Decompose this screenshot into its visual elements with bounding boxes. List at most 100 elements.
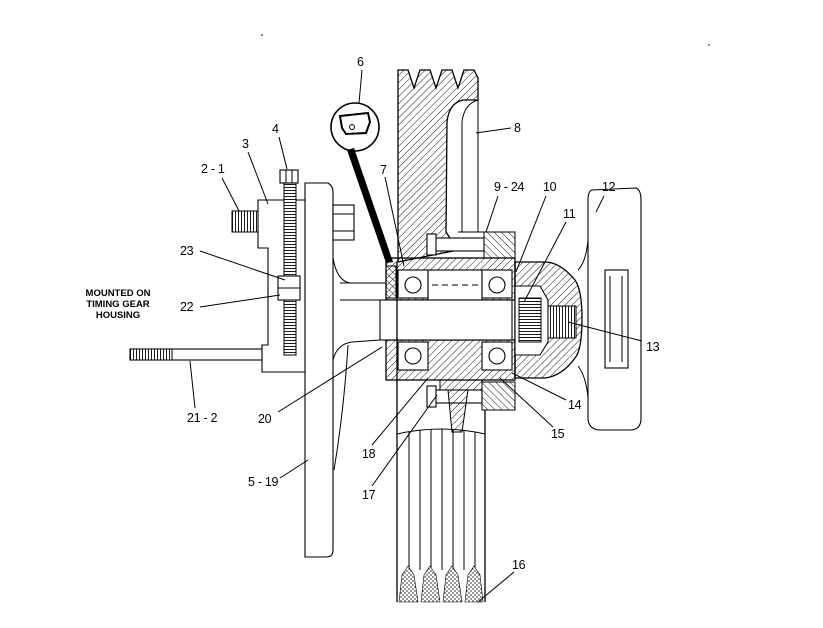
callout-6: 6 (357, 55, 364, 69)
leader-2-1 (221, 177, 240, 212)
leader-18 (371, 377, 429, 446)
mounting-note: MOUNTED ON TIMING GEAR HOUSING (86, 288, 151, 321)
pulley-groove-stipple (464, 565, 484, 603)
seal-detail (330, 102, 393, 263)
adjusting-bolt-thread (283, 182, 297, 356)
lower-pulley-hub (439, 379, 483, 433)
callout-21-2: 21 - 2 (187, 411, 218, 425)
callout-23: 23 (180, 244, 194, 258)
leader-16 (477, 571, 515, 603)
upper-bolt-head (426, 233, 437, 256)
shaft (332, 257, 513, 361)
pulley-groove-stipple (398, 565, 419, 603)
seal-profile (338, 111, 372, 136)
callout-4: 4 (272, 122, 279, 136)
flange-neck-lower (577, 365, 589, 399)
mounting-note-line: TIMING GEAR (86, 299, 149, 310)
leader-20 (277, 346, 383, 413)
upper-pulley (397, 69, 485, 263)
leader-23 (199, 250, 286, 281)
leader-6 (358, 69, 363, 104)
leader-12 (595, 195, 605, 213)
callout-20: 20 (258, 412, 272, 426)
callout-12: 12 (602, 180, 616, 194)
lower-stud (129, 348, 263, 361)
bearing-lower-right (481, 341, 513, 371)
mounting-plate (304, 182, 349, 558)
leader-5-19 (279, 459, 309, 479)
lower-pulley-top (396, 428, 486, 435)
speck (261, 34, 263, 36)
leader-9-24 (485, 195, 499, 233)
lower-flange-block (481, 381, 516, 411)
upper-flange-block (483, 231, 516, 259)
callout-14: 14 (568, 398, 582, 412)
leader-17 (371, 394, 438, 487)
pulley-groove-stipple (442, 565, 463, 603)
bearing-ball (488, 347, 506, 365)
hub-bolt (547, 305, 577, 339)
pulley-groove-stipple (420, 565, 441, 603)
hub (514, 261, 583, 379)
detail-pointer (347, 148, 393, 263)
callout-7: 7 (380, 163, 387, 177)
leader-13 (567, 321, 643, 342)
leader-8 (475, 127, 512, 134)
callout-16: 16 (512, 558, 526, 572)
bearing-ball (488, 276, 506, 294)
leader-lines (189, 69, 643, 603)
adjusting-bolt (277, 169, 301, 356)
shaft-fillet-upper (332, 257, 351, 284)
leader-14 (511, 372, 567, 401)
leader-10 (515, 195, 547, 273)
leader-21-2 (189, 360, 196, 409)
hub-plug (518, 297, 542, 343)
callout-22: 22 (180, 300, 194, 314)
callout-5-19: 5 - 19 (248, 475, 279, 489)
leader-15 (499, 377, 554, 428)
fan-flange (577, 187, 642, 431)
speck (708, 44, 710, 46)
upper-pulley-rim (397, 69, 479, 263)
adjusting-bolt-head (279, 169, 299, 184)
seal-spring (349, 124, 355, 130)
callout-15: 15 (551, 427, 565, 441)
mounting-note-line: HOUSING (96, 310, 140, 321)
leader-22 (199, 294, 281, 308)
leader-3 (247, 151, 269, 205)
leader-7 (384, 176, 405, 267)
callout-11: 11 (563, 207, 576, 221)
bearing-ball (404, 276, 422, 294)
seal (385, 265, 397, 299)
bearing-upper-left (397, 269, 429, 299)
callout-17: 17 (362, 488, 376, 502)
callout-8: 8 (514, 121, 521, 135)
bearing-housing (385, 257, 516, 381)
shaft-fillet-lower (332, 339, 381, 361)
callout-10: 10 (543, 180, 557, 194)
plate-dish-line (333, 344, 349, 471)
upper-stud (231, 210, 259, 233)
leader-4 (278, 136, 288, 170)
upper-flange-bolt (426, 231, 516, 259)
bearing-lower-left (397, 341, 429, 371)
upper-pulley-web-edge (461, 99, 479, 232)
callout-13: 13 (646, 340, 660, 354)
callout-18: 18 (362, 447, 376, 461)
flange-hub (604, 269, 629, 369)
lower-pulley (396, 262, 486, 603)
plate-nut-body (332, 204, 355, 241)
flange-neck-upper (577, 239, 589, 271)
bearing-ball (404, 347, 422, 365)
callout-2-1: 2 - 1 (201, 162, 225, 176)
callout-3: 3 (242, 137, 249, 151)
leader-11 (523, 221, 567, 303)
lower-stud-thread (129, 348, 173, 361)
shaft-body (379, 299, 513, 341)
plate-body (304, 182, 334, 558)
callout-labels: 6 8 7 9 - 24 10 12 11 4 3 2 - 1 23 22 13… (180, 55, 660, 572)
plate-nut (332, 204, 355, 241)
mounting-note-line: MOUNTED ON (86, 288, 151, 299)
lower-bolt-head (426, 385, 437, 408)
